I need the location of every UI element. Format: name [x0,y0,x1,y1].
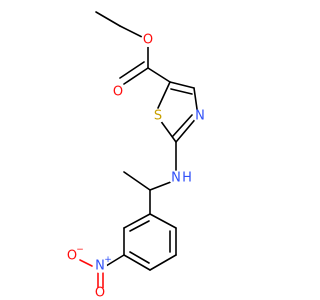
bond-n3-c2-inner [172,114,193,137]
structure-canvas: O O S N N H N + O − O [65,11,207,300]
bond-ring-6-inner [129,220,150,232]
bond-ring-4-inner [129,251,150,264]
bond-ch-methyl [123,171,151,191]
bond-c5-c4-inner [170,88,193,95]
bond-ethyl-ch3-ch2 [95,11,121,27]
nitro-o-single-bg [65,249,79,263]
bond-carbonyl-double-1 [123,67,149,85]
bond-ring-1 [149,213,177,229]
thiazole-n-bg [193,109,207,123]
amine-n-bg [169,171,183,185]
carbonyl-oxygen-label: O [113,85,123,100]
thiazole-sulfur-label: S [154,109,162,124]
bond-carbonyl-c5 [147,67,171,83]
bond-ring-4 [123,254,151,271]
amine-hydrogen-label: H [182,171,192,186]
nitro-o-double-bg [94,287,106,299]
molecule-structure: O O S N N H N + O − O [65,11,207,300]
amine-nitrogen-label: N [171,171,181,186]
carbonyl-o-bg [111,85,125,99]
nitro-n-bg [93,259,107,273]
nitro-nitrogen-charge: + [104,255,112,265]
bond-ring-3 [149,254,177,271]
bond-s1-c5 [157,81,171,109]
ester-oxygen-label: O [143,33,153,48]
bond-c2-s1 [159,119,177,143]
bond-carbonyl-double-2 [119,61,145,79]
thiazole-s-bg [151,109,165,123]
nitro-oxygen-charge: − [76,245,84,255]
ester-o-bg [141,33,155,47]
nitro-oxygen-single-label: O [67,249,77,264]
bond-n3-c2 [175,115,199,143]
nitro-oxygen-double-label: O [95,286,105,300]
bond-c5-c4 [169,81,195,89]
bond-nitro-o-single [79,259,93,267]
bond-ring-6 [123,213,151,229]
nitro-nitrogen-label: N [95,259,105,274]
thiazole-nitrogen-label: N [195,109,205,124]
bond-ring-nitro [105,254,125,267]
